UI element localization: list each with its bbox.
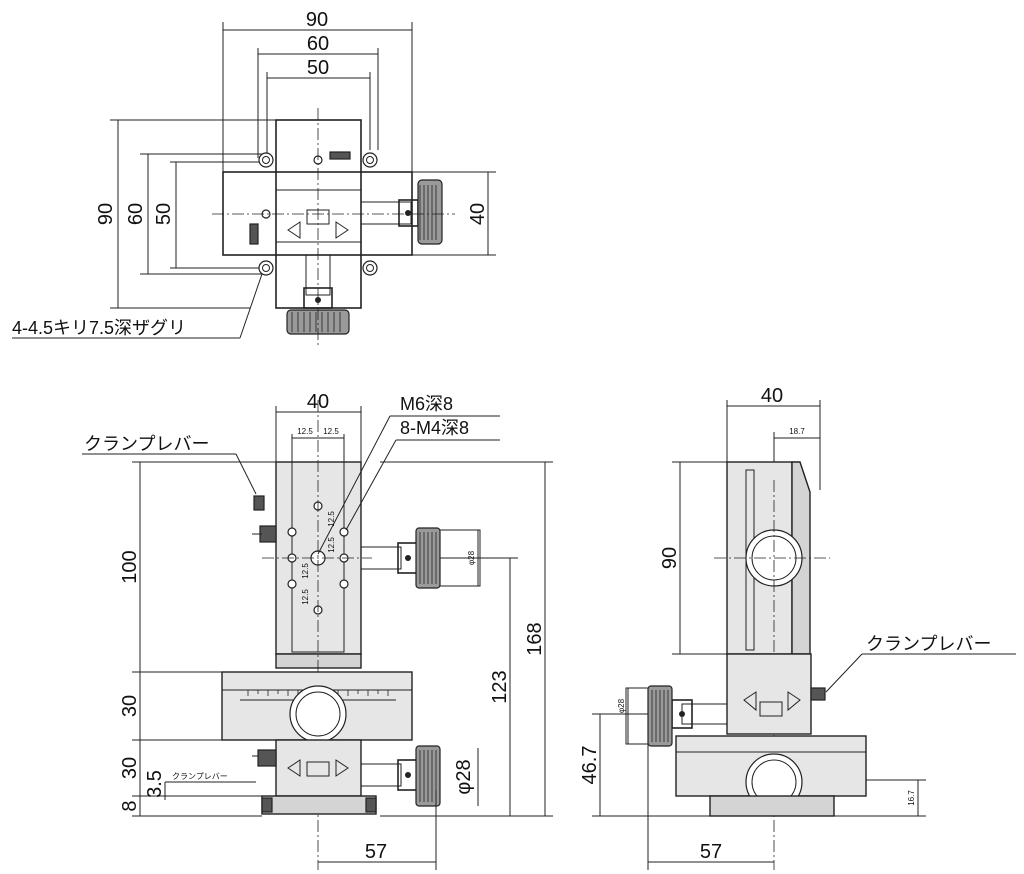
top-view: 90 60 50 90 60 50 40 4-4.5キリ7.5深ザグリ	[12, 9, 496, 345]
dim-40-right: 40	[467, 203, 489, 225]
dim-30-b: 30	[119, 757, 141, 779]
dim-46-7: 46.7	[579, 746, 601, 785]
dim-8: 8	[119, 800, 141, 811]
dim-60-top: 60	[307, 33, 329, 55]
dim-100: 100	[119, 550, 141, 583]
dim-90-top: 90	[306, 9, 328, 31]
dim-90-side: 90	[659, 547, 681, 569]
dim-3-5: 3.5	[144, 770, 166, 798]
dim-57-front: 57	[365, 841, 387, 863]
phi-28-side: φ28	[617, 698, 626, 713]
dim-90-left: 90	[95, 203, 117, 225]
clamp-lever-label-side: クランプレバー	[866, 634, 991, 654]
dim-168: 168	[524, 622, 546, 655]
dim-16-7: 16.7	[907, 790, 916, 806]
dim-12-5-v4: 12.5	[301, 589, 310, 605]
dim-12-5-v3: 12.5	[301, 563, 310, 579]
m6-callout: M6深8	[400, 394, 453, 414]
dim-123: 123	[489, 670, 511, 703]
dim-40-side: 40	[761, 385, 783, 407]
dim-60-left: 60	[125, 203, 147, 225]
clamp-lever-label-front: クランプレバー	[84, 434, 209, 454]
phi-28-bottom: φ28	[453, 759, 475, 794]
m4-callout: 8-M4深8	[400, 418, 469, 438]
dim-50-left: 50	[153, 203, 175, 225]
front-view: 40 12.5 12.5 12.5 12.5 12.5 12.5 M6深8 8-…	[82, 391, 553, 870]
side-view: 40 18.7 90 クランプレバー φ28 46.7 16.7 57	[579, 385, 1016, 870]
dim-57-side: 57	[700, 841, 722, 863]
dim-12-5-b: 12.5	[323, 427, 339, 436]
dim-50-top: 50	[307, 57, 329, 79]
phi-28-top: φ28	[467, 550, 476, 565]
dim-12-5-v2: 12.5	[327, 537, 336, 553]
dim-12-5-a: 12.5	[297, 427, 313, 436]
counterbore-callout: 4-4.5キリ7.5深ザグリ	[12, 318, 186, 338]
dim-18-7: 18.7	[789, 427, 805, 436]
dim-12-5-v1: 12.5	[327, 511, 336, 527]
dim-40-front: 40	[307, 391, 329, 413]
dim-30-a: 30	[119, 695, 141, 717]
clamp-lever-small-label: クランプレバー	[172, 772, 228, 781]
